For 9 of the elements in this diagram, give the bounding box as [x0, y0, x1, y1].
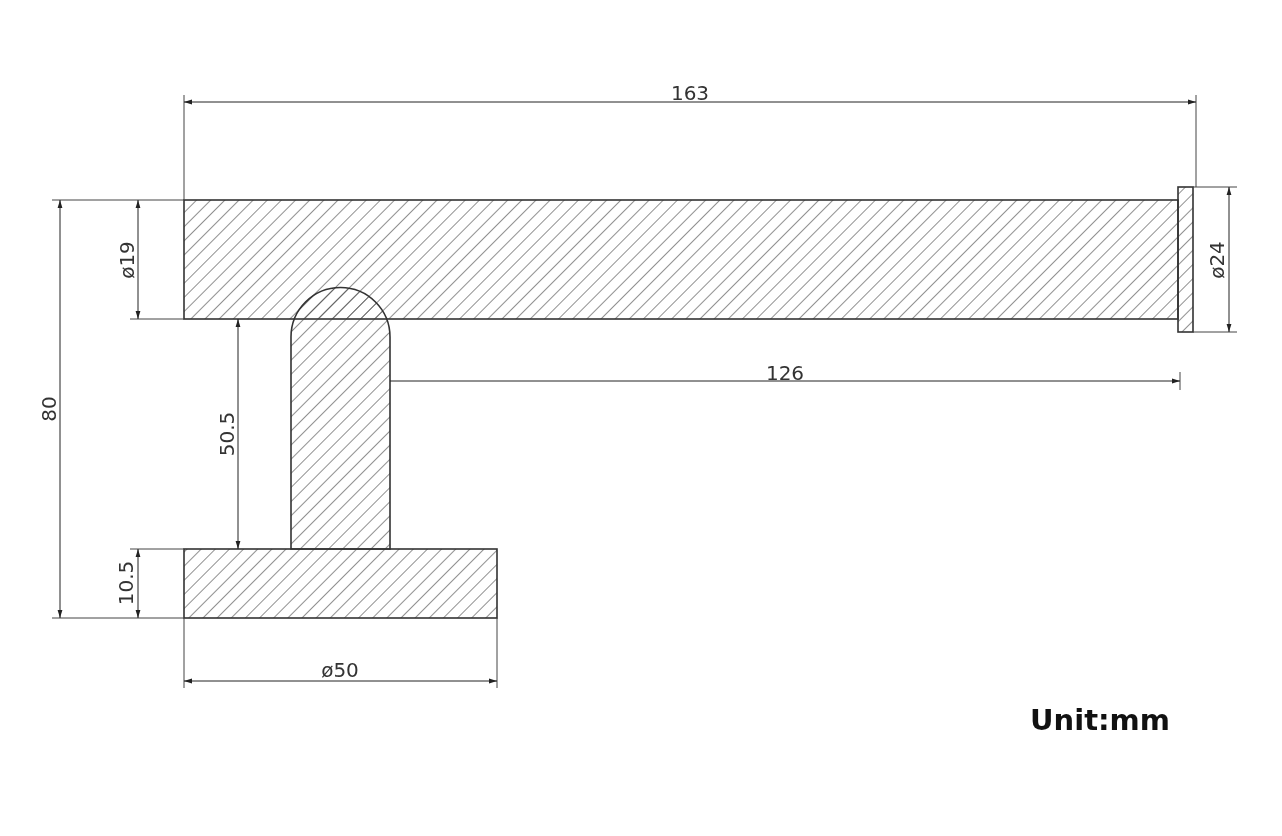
dimension-value: 126: [765, 363, 805, 383]
dimension-value: ø19: [117, 241, 137, 279]
dimension-value: 50.5: [217, 411, 237, 457]
dimension-value: 10.5: [116, 560, 136, 606]
dimension-value: 163: [670, 83, 710, 103]
unit-note: Unit:mm: [1030, 706, 1171, 735]
dimension-value: ø50: [321, 660, 359, 680]
dimension-value: ø24: [1207, 241, 1227, 279]
dimension-value: 80: [39, 396, 59, 422]
